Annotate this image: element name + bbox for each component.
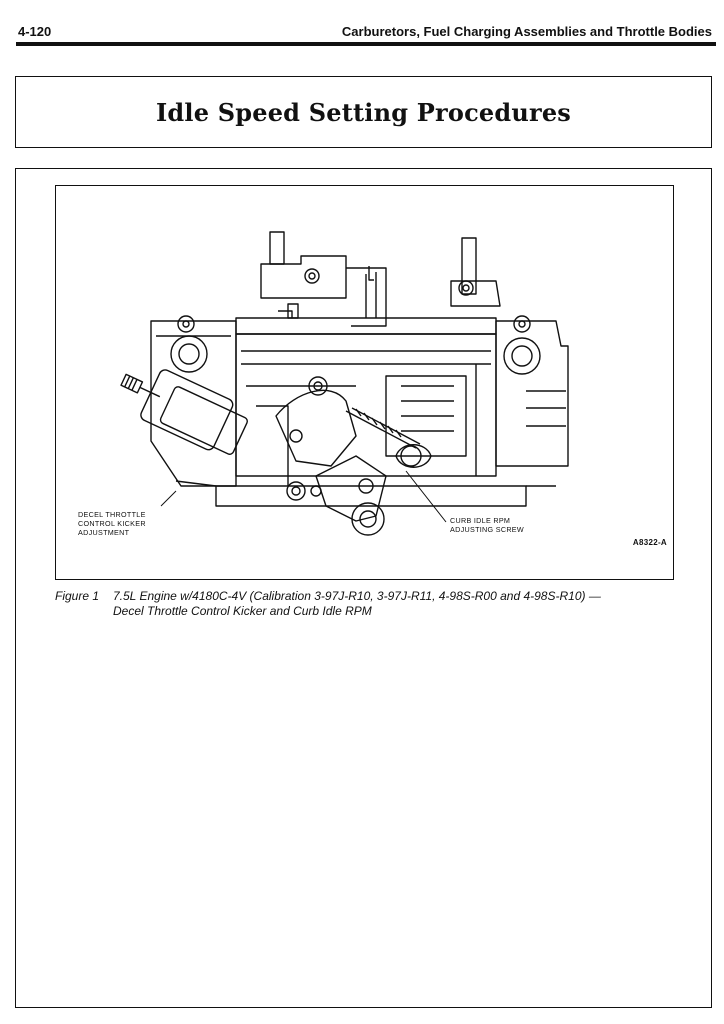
curb-idle-label: CURB IDLE RPM ADJUSTING SCREW — [450, 516, 560, 534]
caption-line1: 7.5L Engine w/4180C-4V (Calibration 3-97… — [113, 589, 601, 603]
caption-line2: Decel Throttle Control Kicker and Curb I… — [113, 604, 372, 618]
section-title-box: Idle Speed Setting Procedures — [15, 76, 712, 148]
body-box — [15, 168, 712, 1008]
running-head: Carburetors, Fuel Charging Assemblies an… — [341, 24, 712, 39]
decel-label-line1: DECEL THROTTLE — [78, 510, 146, 519]
figure-frame: DECEL THROTTLE CONTROL KICKER ADJUSTMENT… — [55, 185, 674, 580]
curb-label-line1: CURB IDLE RPM — [450, 516, 511, 525]
decel-kicker-label: DECEL THROTTLE CONTROL KICKER ADJUSTMENT — [78, 510, 188, 537]
curb-label-line2: ADJUSTING SCREW — [450, 525, 524, 534]
decel-label-line3: ADJUSTMENT — [78, 528, 130, 537]
figure-number: Figure 1 — [55, 589, 100, 603]
page-number: 4-120 — [18, 24, 52, 39]
section-title: Idle Speed Setting Procedures — [155, 98, 572, 127]
header-rule — [16, 42, 716, 46]
decel-label-line2: CONTROL KICKER — [78, 519, 146, 528]
figure-code: A8322-A — [632, 538, 667, 547]
carburetor-illustration — [120, 231, 569, 536]
